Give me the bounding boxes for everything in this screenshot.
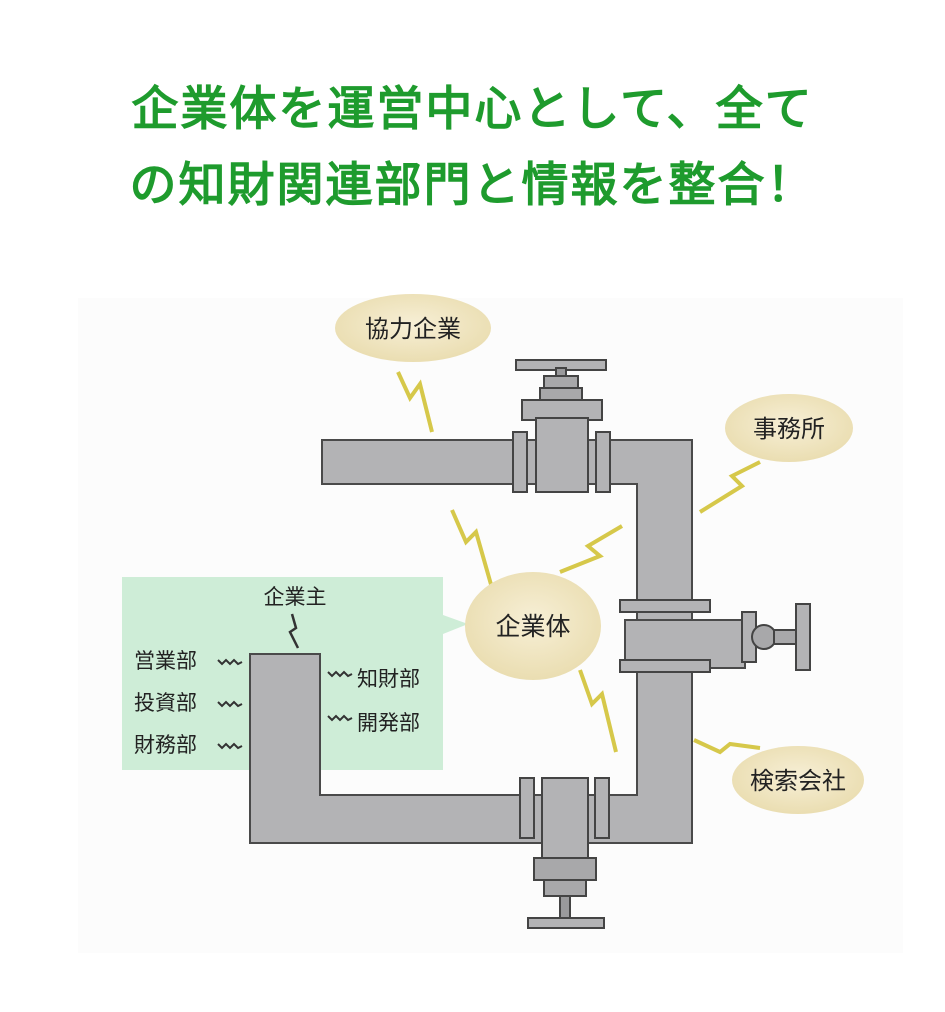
headline-line-1: 企業体を運営中心として、全て — [131, 82, 814, 137]
squiggle-sales-icon — [217, 658, 243, 666]
squiggle-investment-icon — [217, 700, 243, 708]
dept-investment-label: 投資部 — [134, 691, 197, 715]
bolt-office-icon — [698, 460, 761, 514]
node-center-bubble — [465, 572, 601, 680]
node-search-bubble — [732, 746, 864, 814]
node-partner-bubble — [335, 294, 491, 362]
bolt-center-bottom-icon — [578, 669, 618, 753]
right-valve-icon — [619, 599, 811, 673]
dept-sales-label: 営業部 — [134, 649, 197, 673]
node-search-label: 検索会社 — [750, 767, 846, 795]
top-valve-icon — [512, 359, 611, 493]
node-partner-label: 協力企業 — [365, 315, 461, 343]
node-office-bubble — [725, 394, 853, 462]
inset-owner-label: 企業主 — [264, 585, 327, 609]
node-office-label: 事務所 — [753, 415, 825, 443]
squiggle-finance-icon — [217, 742, 243, 750]
dept-finance-label: 財務部 — [134, 733, 197, 757]
squiggle-ip-icon — [327, 670, 353, 678]
signal-bolts — [288, 371, 761, 755]
node-center-label: 企業体 — [495, 612, 570, 641]
bolt-partner-icon — [396, 371, 434, 433]
bolt-search-icon — [693, 738, 761, 755]
headline-line-2: の知財関連部門と情報を整合！ — [129, 158, 816, 213]
bolt-center-top-left-icon — [450, 509, 494, 589]
department-squiggles — [217, 658, 353, 750]
dept-ip-label: 知財部 — [357, 667, 420, 691]
bottom-valve-icon — [519, 777, 610, 929]
squiggle-dev-icon — [327, 714, 353, 722]
dept-dev-label: 開発部 — [357, 711, 420, 735]
bolt-owner-icon — [288, 613, 300, 649]
bolt-center-top-right-icon — [559, 524, 624, 574]
